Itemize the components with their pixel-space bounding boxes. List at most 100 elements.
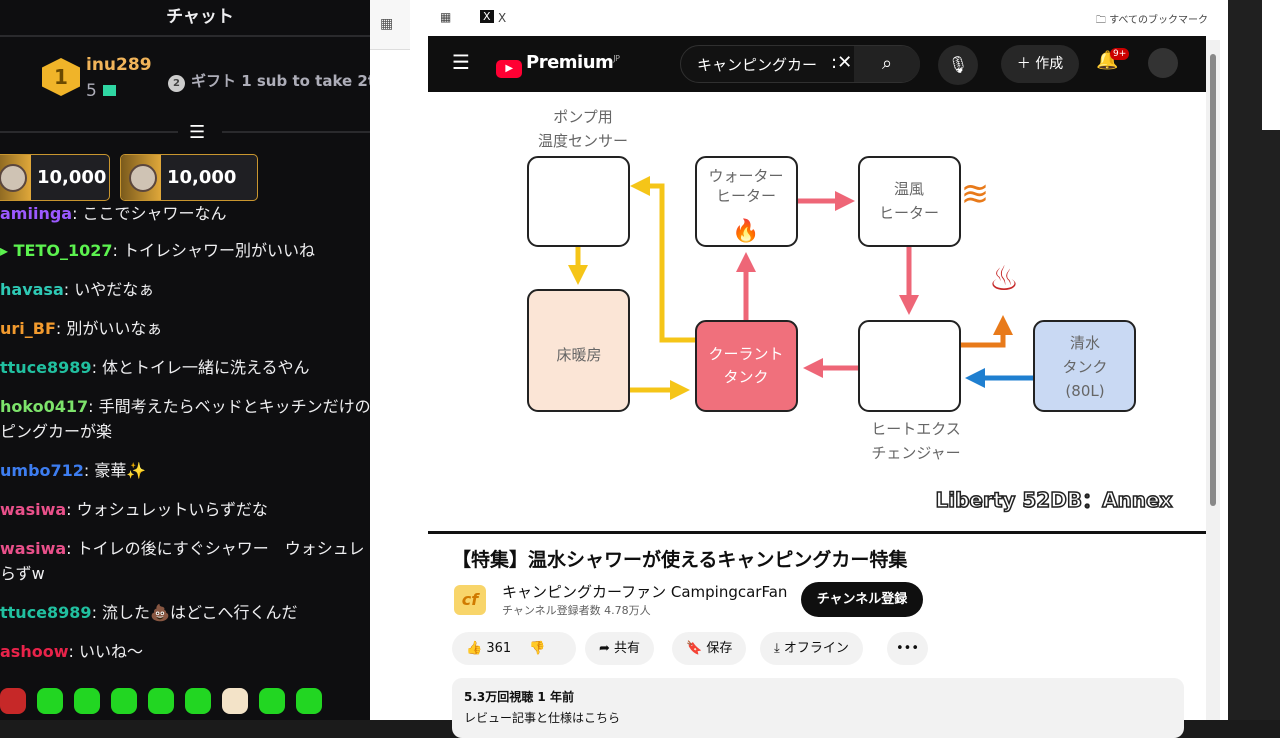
coolant-tank-label: タンク [723,368,768,386]
chat-username[interactable]: havasa [0,280,64,299]
air-heater-label: ヒーター [879,204,939,222]
chat-text: : いやだなぁ [63,280,155,299]
chat-username[interactable]: wasiwa [0,539,67,558]
hype-card[interactable]: 10,000 [0,154,110,201]
heat-exchanger-label: ヒートエクス [871,420,961,438]
menu-icon[interactable]: ☰ [452,50,470,74]
chat-username[interactable]: ▸ TETO_1027 [0,241,113,260]
chat-message: umbo712: 豪華✨ [0,458,370,483]
emote-icon[interactable] [222,688,248,714]
water-heater-box [695,156,798,247]
description-box[interactable]: 5.3万回視聴 1 年前レビュー記事と仕様はこちら [452,678,1184,738]
channel-name[interactable]: キャンピングカーファン CampingcarFan [502,583,788,601]
chat-text: : トイレシャワー別がいいね [112,241,315,260]
chat-message: ashoow: いいね〜 [0,639,370,664]
chat-username[interactable]: hoko0417 [0,397,89,416]
more-actions-button[interactable]: ••• [887,632,929,665]
system-diagram: ポンプ用 温度センサー ウォーター ヒーター 🔥 温風 ヒーター ≋ ♨ 床暖房… [527,108,1173,513]
x-logo-icon[interactable]: X [480,10,494,23]
emote-icon[interactable] [0,688,26,714]
search-input[interactable]: キャンピングカー :✕⌕ [680,45,920,83]
chat-message: uri_BF: 別がいいなぁ [0,316,370,341]
offline-button[interactable]: ⤓ オフライン [760,632,863,665]
avatar[interactable] [1148,48,1178,78]
all-bookmarks-label: すべてのブックマーク [1109,15,1208,26]
video-title: 【特集】温水シャワーが使えるキャンピングカー特集 [452,549,908,571]
avatar [0,155,31,200]
chat-username[interactable]: ashoow [0,642,69,661]
emote-icon[interactable] [74,688,100,714]
hot-spring-icon: ♨ [989,259,1019,299]
logo-region: JP [613,54,620,63]
divider [0,131,178,133]
search-value: キャンピングカー [697,56,818,74]
fresh-water-label: (80L) [1065,382,1104,400]
chat-username[interactable]: ttuce8989 [0,358,92,377]
chat-message: wasiwa: トイレの後にすぐシャワー ウォシュレらずw [0,536,370,586]
clear-search-icon[interactable]: :✕ [831,52,853,73]
chat-username[interactable]: umbo712 [0,461,84,480]
coolant-tank-box [695,320,798,412]
chat-message: wasiwa: ウォシュレットいらずだな [0,497,370,522]
youtube-premium-logo[interactable]: ▶PremiumJP [496,52,620,78]
emote-icon[interactable] [148,688,174,714]
background-window: ▦ [370,0,410,720]
like-button[interactable]: 👍 361 [466,641,512,656]
gift-icon [102,85,116,96]
channel-avatar[interactable]: cf [454,585,486,615]
mic-icon[interactable]: 🎙 [938,45,978,85]
emote-icon[interactable] [259,688,285,714]
video-player[interactable]: ポンプ用 温度センサー ウォーター ヒーター 🔥 温風 ヒーター ≋ ♨ 床暖房… [428,92,1206,532]
share-button[interactable]: ➦ 共有 [585,632,655,665]
bookmark-x[interactable]: X [498,11,507,25]
view-count: 5.3万回視聴 1 年前 [464,690,574,704]
chat-username[interactable]: amiinga [0,204,73,223]
rank-2-badge: 2 [168,75,185,92]
apps-icon[interactable]: ▦ [440,10,452,24]
chat-text: らずw [0,564,45,583]
browser-window: ▦ X X 🗀 すべてのブックマーク ☰ ▶PremiumJP キャンピングカー… [410,0,1228,738]
heat-waves-icon: ≋ [961,174,990,214]
all-bookmarks[interactable]: 🗀 すべてのブックマーク [1095,15,1208,26]
create-button[interactable]: ＋ 作成 [1001,45,1079,83]
heat-exchanger-box [858,320,961,412]
search-button[interactable]: ⌕ [854,46,920,82]
chat-title: チャット [166,7,234,27]
emote-icon[interactable] [185,688,211,714]
leader-gift-count: 5 [86,81,116,101]
youtube-header: ☰ ▶PremiumJP キャンピングカー:✕⌕ 🎙 ＋ 作成 🔔 9+ [428,36,1206,92]
hype-card[interactable]: 10,000 [120,154,258,201]
chat-username[interactable]: uri_BF [0,319,56,338]
collapse-filter-icon[interactable]: ☰ [189,122,206,143]
apps-icon[interactable]: ▦ [370,0,410,50]
chat-text: : 豪華✨ [83,461,147,480]
divider [222,131,370,133]
rank-1-badge: 1 [42,58,80,96]
chat-message: ▸ TETO_1027: トイレシャワー別がいいね [0,238,370,263]
chat-username[interactable]: wasiwa [0,500,67,519]
divider [0,35,370,37]
chat-text: : いいね〜 [68,642,143,661]
water-heater-label: ヒーター [716,187,776,205]
fire-icon: 🔥 [732,218,759,244]
chat-text: : 流した💩はどこへ行くんだ [91,603,298,622]
chat-username[interactable]: ttuce8989 [0,603,92,622]
subscribe-button[interactable]: チャンネル登録 [801,582,923,617]
subscriber-count: チャンネル登録者数 4.78万人 [502,604,651,617]
save-button[interactable]: 🔖 保存 [672,632,747,665]
player-border [428,531,1206,534]
leader-name[interactable]: inu289 [86,55,152,75]
scrollbar[interactable] [1206,40,1220,720]
emote-bar [0,688,322,714]
emote-icon[interactable] [111,688,137,714]
bookmark-bar: ▦ X X 🗀 すべてのブックマーク [410,0,1228,36]
emote-icon[interactable] [296,688,322,714]
emote-icon[interactable] [37,688,63,714]
water-heater-label: ウォーター [708,167,783,185]
chat-message: amiinga: ここでシャワーなん [0,201,370,226]
dislike-button[interactable]: 👎 [529,641,546,656]
hype-amount: 10,000 [167,167,237,188]
avatar [121,155,161,200]
chat-text: : ウォシュレットいらずだな [66,500,268,519]
gift-count: 5 [86,81,97,101]
